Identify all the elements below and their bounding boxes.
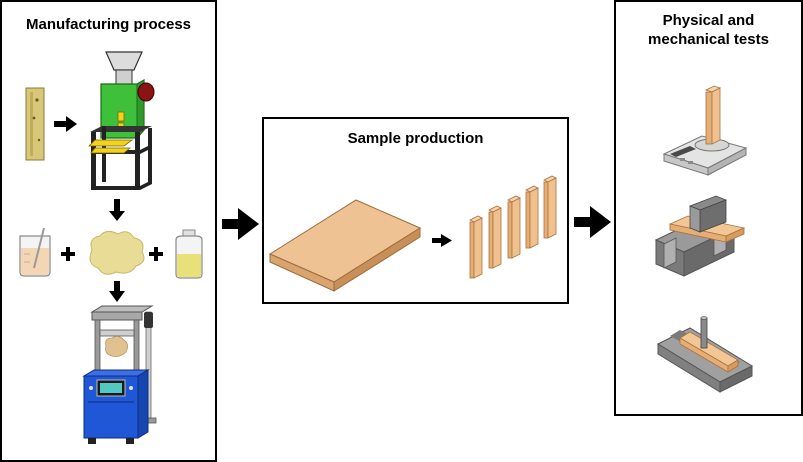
adhesive-bottle-icon [175, 229, 203, 279]
balance-scale-icon [662, 85, 748, 176]
sample-strip-icon [488, 205, 502, 269]
wood-board-icon [268, 199, 422, 292]
sample-strip-icon [507, 195, 521, 259]
particle-mass-icon [89, 230, 145, 275]
physical-mechanical-tests-title: Physical and mechanical tests [648, 12, 769, 48]
hot-press-icon [82, 305, 157, 444]
arrow-down-icon [109, 199, 125, 221]
manufacturing-process-title: Manufacturing process [25, 16, 192, 33]
hardness-test-icon [656, 316, 754, 393]
sample-production-title: Sample production [347, 130, 484, 147]
raw-material-stick-icon [25, 87, 45, 161]
beaker-icon [19, 227, 51, 277]
bending-test-icon [654, 195, 746, 277]
sample-strip-icon [543, 175, 557, 239]
plus-icon [61, 247, 75, 261]
arrow-right-icon [54, 116, 77, 132]
plus-icon [149, 247, 163, 261]
arrow-right-icon [432, 234, 452, 247]
grinder-machine-icon [88, 51, 155, 190]
sample-strip-icon [525, 185, 539, 249]
arrow-right-icon [222, 208, 259, 240]
arrow-down-icon [109, 281, 125, 302]
arrow-right-icon [574, 206, 611, 238]
sample-strip-icon [469, 215, 483, 279]
